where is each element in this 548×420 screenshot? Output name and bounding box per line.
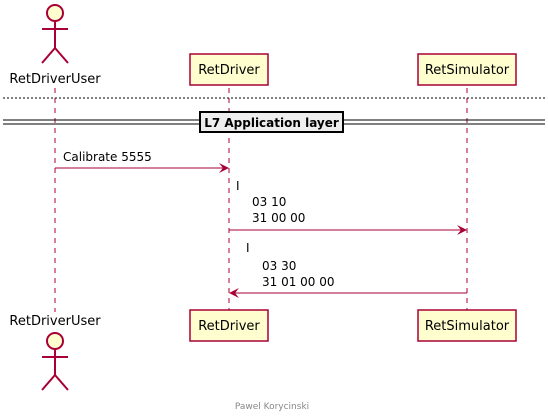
message-driver-to-sim: I 03 10 31 00 00 — [229, 179, 467, 235]
participant-bottom-retdriver: RetDriver — [189, 309, 269, 342]
actor-leg-right — [54, 47, 69, 64]
actor-label-top: RetDriverUser — [9, 72, 101, 87]
actor-top-retdriveruser: RetDriverUser — [9, 4, 101, 87]
message-calibrate: Calibrate 5555 — [55, 150, 229, 173]
message-sim-to-driver: I 03 30 31 01 00 00 — [229, 241, 467, 298]
participant-top-retsimulator: RetSimulator — [417, 53, 517, 86]
participant-box — [189, 53, 269, 86]
actor-label-bottom: RetDriverUser — [9, 314, 101, 329]
actor-leg-left — [41, 47, 56, 64]
footer-text: Pawel Korycinski — [235, 402, 309, 412]
actor-head-icon — [46, 4, 64, 22]
message-label-line3: 31 00 00 — [252, 211, 305, 225]
separator-label: L7 Application layer — [204, 116, 339, 130]
participant-label: RetDriver — [198, 319, 260, 334]
participant-label: RetDriver — [198, 63, 260, 78]
separator-l7: L7 Application layer — [3, 111, 545, 133]
participant-label: RetSimulator — [425, 319, 510, 334]
participant-box — [189, 309, 269, 342]
message-label-line2: 03 10 — [252, 195, 286, 209]
participant-bottom-retsimulator: RetSimulator — [417, 309, 517, 342]
message-label-line1: I — [246, 241, 250, 255]
participant-box — [417, 53, 517, 86]
actor-leg-left — [41, 374, 56, 391]
message-label-line2: 03 30 — [262, 259, 296, 273]
actor-bottom-retdriveruser: RetDriverUser — [9, 314, 101, 391]
participant-top-retdriver: RetDriver — [189, 53, 269, 86]
message-label-line1: I — [236, 179, 240, 193]
message-label-line3: 31 01 00 00 — [262, 275, 335, 289]
message-label: Calibrate 5555 — [63, 150, 152, 164]
participant-box — [417, 309, 517, 342]
actor-leg-right — [54, 374, 69, 391]
separator-box — [199, 111, 344, 133]
actor-head-icon — [46, 332, 64, 350]
participant-label: RetSimulator — [425, 63, 510, 78]
